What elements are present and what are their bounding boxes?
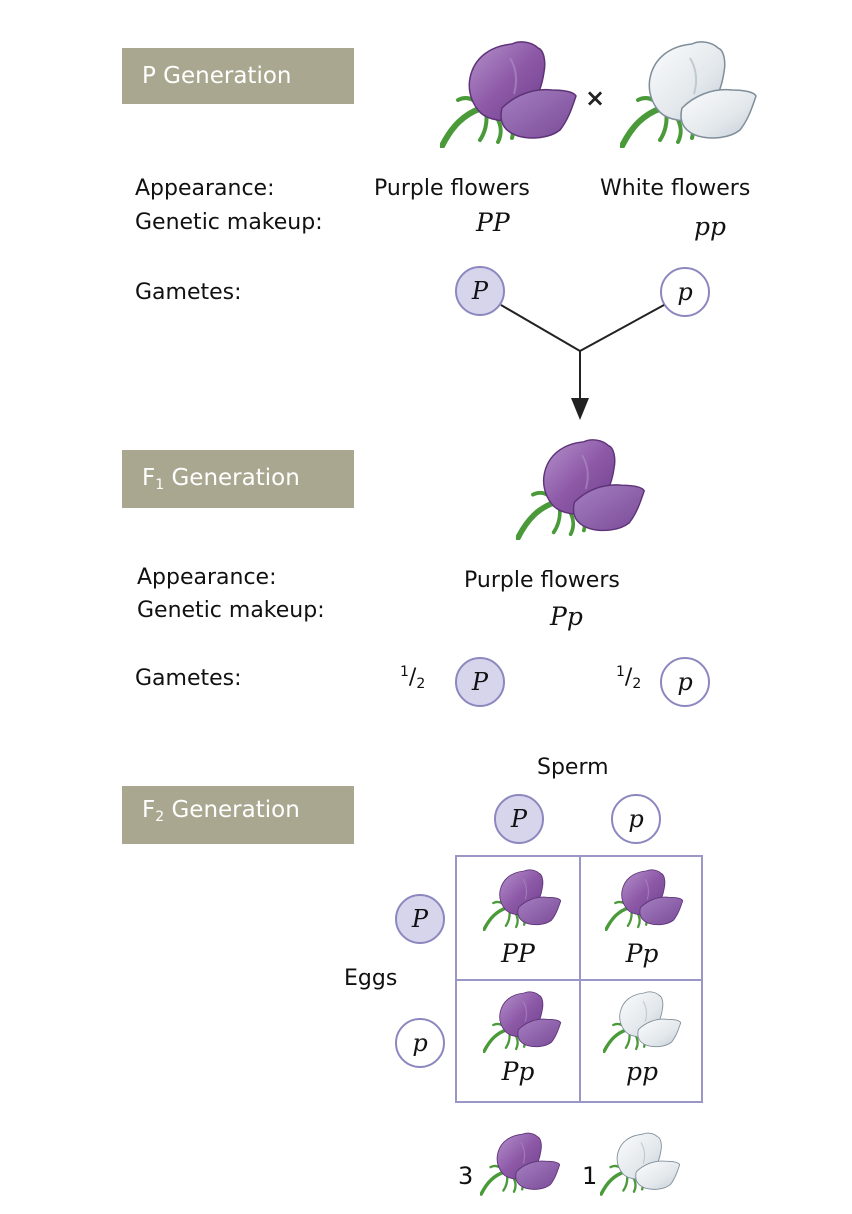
cell-genotype: Pp (501, 1057, 535, 1086)
f1-appearance: Purple flowers (464, 568, 620, 593)
appearance-label: Appearance: (135, 176, 275, 201)
f1-gamete1-fraction: 1/2 (400, 664, 426, 692)
f1-purple-flower-icon (516, 436, 648, 540)
p-generation-banner: P Generation (122, 48, 354, 104)
punnett-cell-Pp-bottom: Pp (457, 981, 579, 1103)
gamete-allele: P (411, 905, 429, 933)
ratio-purple-flower-icon (480, 1130, 562, 1196)
f1-appearance-label: Appearance: (137, 565, 277, 590)
parent1-genotype: PP (476, 208, 510, 237)
purple-flower-icon (483, 989, 563, 1053)
punnett-cell-Pp-top: Pp (581, 857, 703, 979)
f1-banner-sub: 1 (155, 477, 165, 493)
gamete-allele: P (510, 805, 528, 833)
sperm-label: Sperm (537, 755, 609, 780)
punnett-cell-PP: PP (457, 857, 579, 979)
gamete-allele: p (412, 1029, 428, 1057)
f1-generation-banner: F1 Generation (122, 450, 354, 508)
fraction-denominator: 2 (416, 676, 426, 692)
f1-genetic-makeup-label: Genetic makeup: (137, 598, 325, 623)
gamete-allele: p (677, 668, 693, 696)
gamete-dominant-P: P (455, 266, 505, 316)
sperm-gamete-P: P (494, 794, 544, 844)
purple-flower-icon (605, 867, 685, 931)
f1-gamete2-fraction: 1/2 (616, 664, 642, 692)
fraction-numerator: 1 (400, 664, 409, 680)
connector-left-line (500, 304, 581, 352)
gamete-allele: P (471, 277, 489, 305)
parent2-appearance: White flowers (600, 176, 751, 201)
cell-genotype: PP (501, 939, 535, 968)
egg-gamete-P: P (395, 894, 445, 944)
f2-banner-suffix: Generation (164, 797, 300, 823)
fraction-numerator: 1 (616, 664, 625, 680)
ratio-purple-count: 3 (458, 1162, 474, 1190)
ratio-white-count: 1 (582, 1162, 598, 1190)
punnett-square: PP Pp Pp pp (455, 855, 703, 1103)
purple-flower-icon (483, 867, 563, 931)
fraction-denominator: 2 (632, 676, 642, 692)
f2-generation-banner: F2 Generation (122, 786, 354, 844)
parent1-appearance: Purple flowers (374, 176, 530, 201)
gamete-recessive-p: p (660, 267, 710, 317)
arrowhead-icon (571, 398, 589, 420)
sperm-gamete-p: p (611, 794, 661, 844)
gamete-allele: P (471, 668, 489, 696)
egg-gamete-p: p (395, 1018, 445, 1068)
genetic-makeup-label: Genetic makeup: (135, 210, 323, 235)
parent2-genotype: pp (694, 212, 727, 241)
f1-banner-prefix: F (142, 465, 156, 491)
cell-genotype: pp (625, 1057, 658, 1086)
ratio-white-flower-icon (600, 1130, 682, 1196)
gamete-allele: p (628, 805, 644, 833)
gamete-allele: p (677, 278, 693, 306)
cell-genotype: Pp (625, 939, 659, 968)
connector-right-line (579, 304, 665, 352)
fertilization-arrow (500, 304, 665, 420)
f1-banner-suffix: Generation (164, 465, 300, 491)
gametes-label: Gametes: (135, 280, 242, 305)
f2-banner-prefix: F (142, 797, 156, 823)
cross-symbol: × (585, 84, 606, 112)
eggs-label: Eggs (344, 966, 398, 991)
f1-gametes-label: Gametes: (135, 666, 242, 691)
grid-divider-horizontal (457, 979, 701, 981)
f1-gamete-dominant-P: P (455, 657, 505, 707)
f1-genotype: Pp (550, 602, 583, 631)
p-generation-title: P Generation (142, 63, 292, 89)
punnett-cell-pp: pp (581, 981, 703, 1103)
f2-banner-sub: 2 (155, 809, 165, 825)
white-flower-icon (603, 989, 683, 1053)
f1-gamete-recessive-p: p (660, 657, 710, 707)
